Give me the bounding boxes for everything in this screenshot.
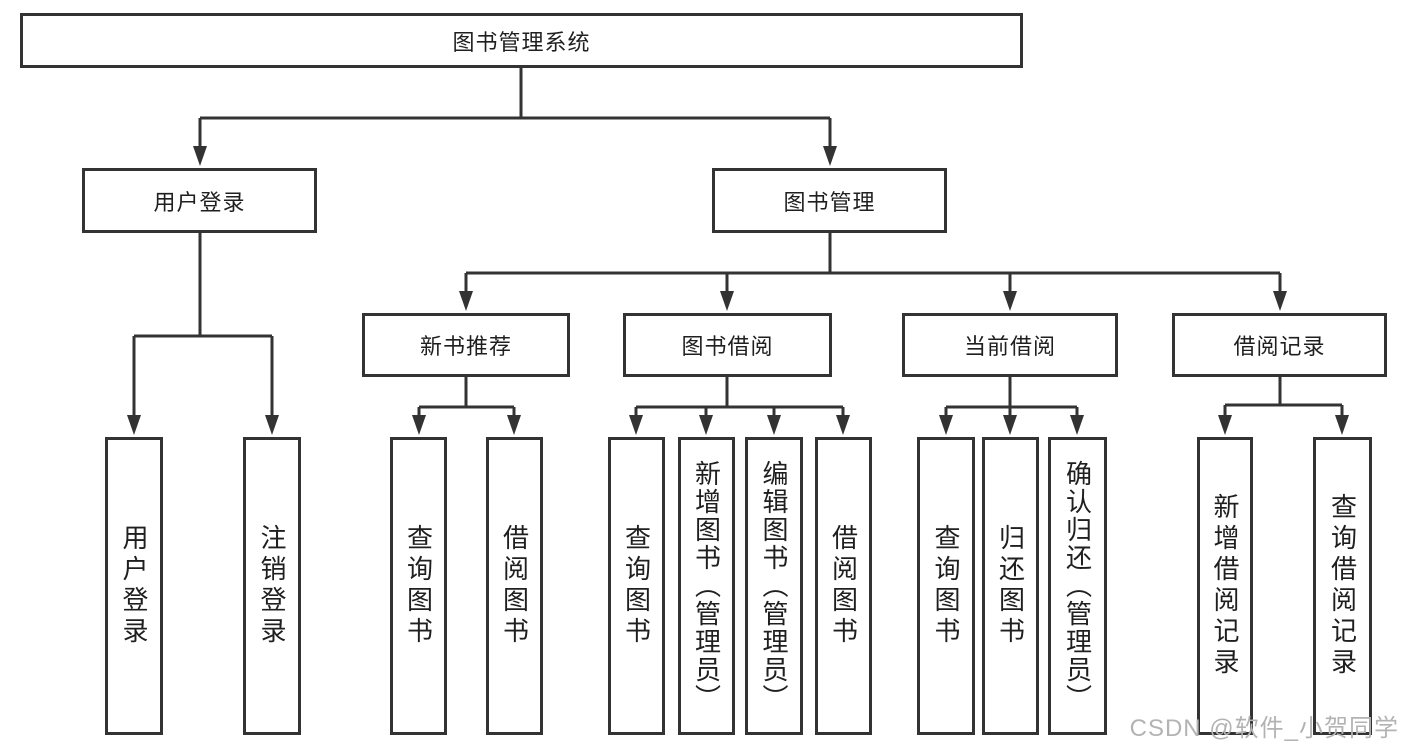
leaf-user-login: 用户登录 bbox=[105, 437, 163, 735]
node-book-borrow: 图书借阅 bbox=[623, 313, 832, 377]
leaf-label: 用户登录 bbox=[119, 524, 149, 648]
leaf-return-books: 归还图书 bbox=[982, 437, 1039, 735]
leaf-label: 借阅图书 bbox=[828, 524, 859, 648]
leaf-label: 借阅图书 bbox=[499, 524, 530, 648]
leaf-label: 编辑图书（管理员） bbox=[759, 460, 789, 712]
node-label: 图书管理 bbox=[783, 189, 876, 215]
leaf-borrow-books: 借阅图书 bbox=[815, 437, 872, 735]
leaf-query-books: 查询图书 bbox=[917, 437, 975, 735]
leaf-borrow-books: 借阅图书 bbox=[486, 437, 543, 735]
leaf-add-borrow-record: 新增借阅记录 bbox=[1197, 437, 1253, 735]
leaf-label: 查询图书 bbox=[403, 524, 434, 648]
node-label: 借阅记录 bbox=[1233, 334, 1326, 359]
node-label: 当前借阅 bbox=[963, 334, 1056, 359]
leaf-label: 确认归还（管理员） bbox=[1062, 460, 1093, 712]
leaf-label: 注销登录 bbox=[257, 524, 287, 648]
node-label: 新书推荐 bbox=[419, 334, 512, 359]
leaf-query-books: 查询图书 bbox=[390, 437, 447, 735]
leaf-query-borrow-record: 查询借阅记录 bbox=[1313, 437, 1372, 735]
leaf-add-books-admin: 新增图书（管理员） bbox=[678, 437, 735, 735]
watermark: CSDN @软件_小贺同学 bbox=[1130, 708, 1399, 743]
arrowheads bbox=[127, 146, 1349, 435]
node-borrow-records: 借阅记录 bbox=[1172, 313, 1387, 377]
leaf-label: 新增图书（管理员） bbox=[691, 460, 722, 712]
watermark-text: CSDN @软件_小贺同学 bbox=[1129, 715, 1399, 742]
node-user-login: 用户登录 bbox=[82, 168, 317, 233]
leaf-label: 查询借阅记录 bbox=[1327, 493, 1358, 679]
leaf-confirm-return-admin: 确认归还（管理员） bbox=[1048, 437, 1107, 735]
leaf-logout: 注销登录 bbox=[243, 437, 301, 735]
node-current-borrow: 当前借阅 bbox=[902, 313, 1118, 377]
leaf-label: 查询图书 bbox=[621, 524, 652, 648]
leaf-label: 查询图书 bbox=[931, 524, 961, 648]
node-label: 用户登录 bbox=[153, 189, 246, 215]
leaf-edit-books-admin: 编辑图书（管理员） bbox=[745, 437, 803, 735]
node-label: 图书借阅 bbox=[681, 334, 774, 359]
leaf-label: 归还图书 bbox=[995, 524, 1026, 648]
node-label: 图书管理系统 bbox=[452, 29, 591, 55]
node-new-book-recommend: 新书推荐 bbox=[362, 313, 570, 377]
leaf-query-books: 查询图书 bbox=[608, 437, 665, 735]
leaf-label: 新增借阅记录 bbox=[1210, 493, 1240, 679]
node-root: 图书管理系统 bbox=[20, 13, 1023, 68]
node-book-management: 图书管理 bbox=[712, 168, 947, 233]
